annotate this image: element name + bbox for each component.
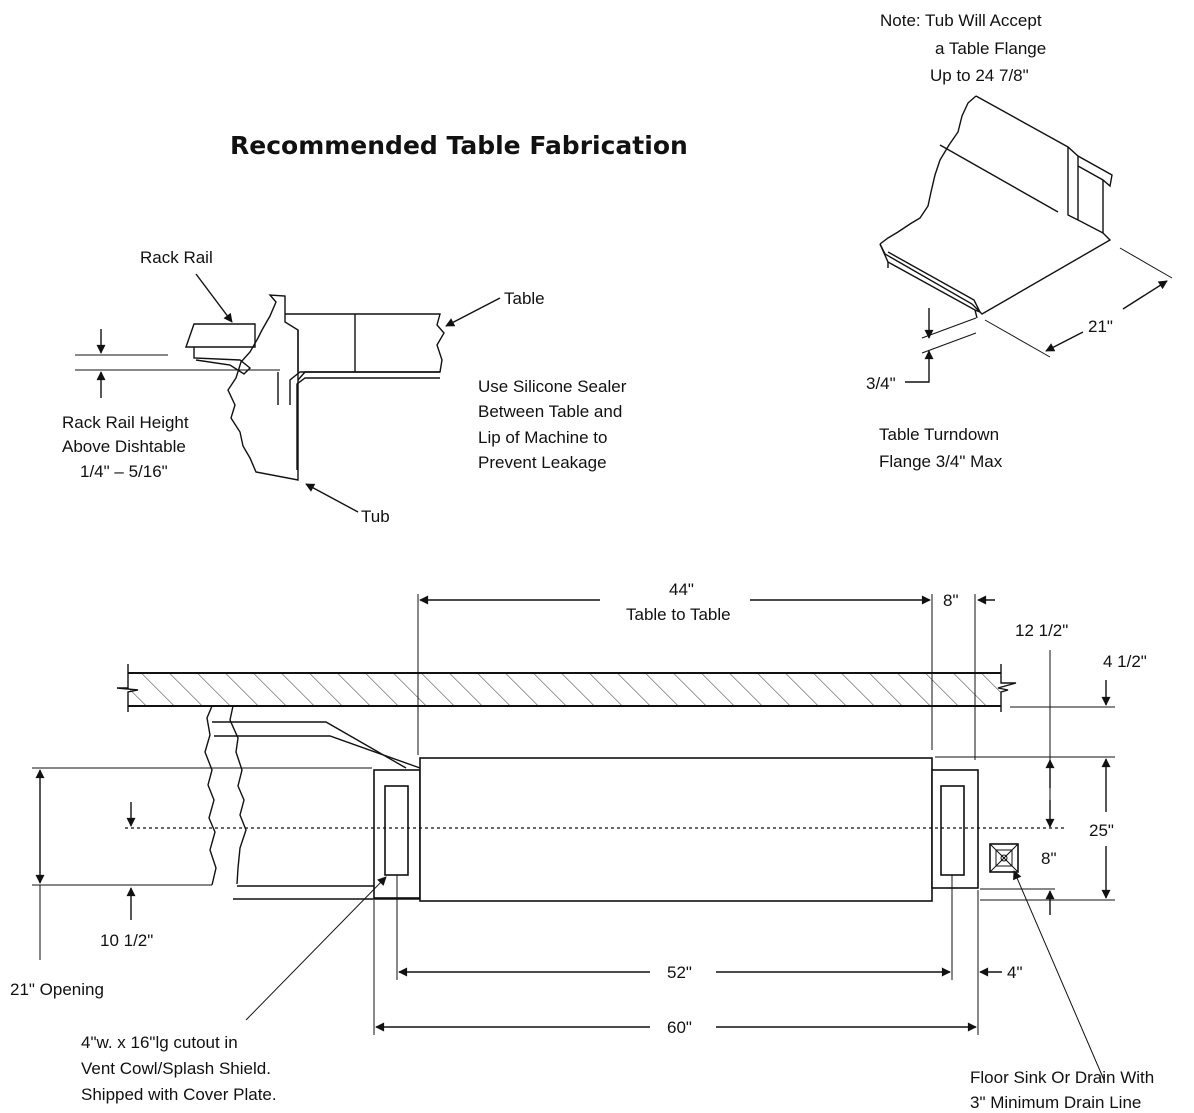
svg-text:Floor Sink Or Drain With: Floor Sink Or Drain With xyxy=(970,1068,1154,1087)
rack-rail-detail: Rack Rail Table Tub Rack Rail Height Abo… xyxy=(62,248,545,526)
table-top xyxy=(285,313,445,381)
dim-3-4: 3/4" xyxy=(866,374,896,393)
svg-text:Use Silicone Sealer: Use Silicone Sealer xyxy=(478,377,627,396)
dim-12-5: 12 1/2" xyxy=(1015,621,1068,640)
left-vent-cutout xyxy=(384,785,409,876)
dim-10-5: 10 1/2" xyxy=(100,931,153,950)
dim-4: 4" xyxy=(1007,963,1023,982)
page-title: Recommended Table Fabrication xyxy=(230,131,688,160)
svg-text:Prevent Leakage: Prevent Leakage xyxy=(478,453,607,472)
svg-text:a Table Flange: a Table Flange xyxy=(935,39,1046,58)
svg-text:Table Turndown: Table Turndown xyxy=(879,425,999,444)
dim-44: 44" xyxy=(669,580,694,599)
svg-text:Between Table and: Between Table and xyxy=(478,402,622,421)
svg-text:Note: Tub Will Accept: Note: Tub Will Accept xyxy=(880,11,1042,30)
plan-view: 44" Table to Table 8" 12 1/2" 4 1/2" 25"… xyxy=(10,580,1154,1112)
right-vent-cutout xyxy=(940,785,965,876)
rack-rail-label: Rack Rail xyxy=(140,248,213,267)
svg-text:Rack Rail Height: Rack Rail Height xyxy=(62,413,189,432)
rack-rail xyxy=(185,323,256,348)
svg-text:1/4" – 5/16": 1/4" – 5/16" xyxy=(80,462,168,481)
dim-25: 25" xyxy=(1089,821,1114,840)
dim-8-top: 8" xyxy=(943,591,959,610)
tub-label: Tub xyxy=(361,507,390,526)
svg-text:Lip of Machine to: Lip of Machine to xyxy=(478,428,607,447)
dim-8-side: 8" xyxy=(1041,849,1057,868)
dim-60: 60" xyxy=(667,1018,692,1037)
flange-note: Note: Tub Will Accept a Table Flange Up … xyxy=(880,11,1046,85)
dim-4-5: 4 1/2" xyxy=(1103,652,1147,671)
svg-text:4"w. x 16"lg cutout in: 4"w. x 16"lg cutout in xyxy=(81,1033,238,1052)
svg-text:Vent Cowl/Splash Shield.: Vent Cowl/Splash Shield. xyxy=(81,1059,271,1078)
table-to-table: Table to Table xyxy=(626,605,731,624)
svg-text:3" Minimum Drain Line: 3" Minimum Drain Line xyxy=(970,1093,1141,1112)
table-label: Table xyxy=(504,289,545,308)
svg-text:Up to 24 7/8": Up to 24 7/8" xyxy=(930,66,1029,85)
svg-text:Flange 3/4" Max: Flange 3/4" Max xyxy=(879,452,1003,471)
dim-52: 52" xyxy=(667,963,692,982)
tub-wall xyxy=(227,294,299,481)
dim-21: 21" xyxy=(1088,317,1113,336)
machine-body xyxy=(419,757,933,902)
opening-label: 21" Opening xyxy=(10,980,104,999)
svg-text:Shipped with Cover Plate.: Shipped with Cover Plate. xyxy=(81,1085,277,1104)
floor-drain-icon xyxy=(989,843,1019,873)
flange-detail: 21" 3/4" Table Turndown Flange 3/4" Max xyxy=(866,95,1173,471)
svg-text:Above Dishtable: Above Dishtable xyxy=(62,437,186,456)
sealer-note: Use Silicone Sealer Between Table and Li… xyxy=(478,377,627,472)
